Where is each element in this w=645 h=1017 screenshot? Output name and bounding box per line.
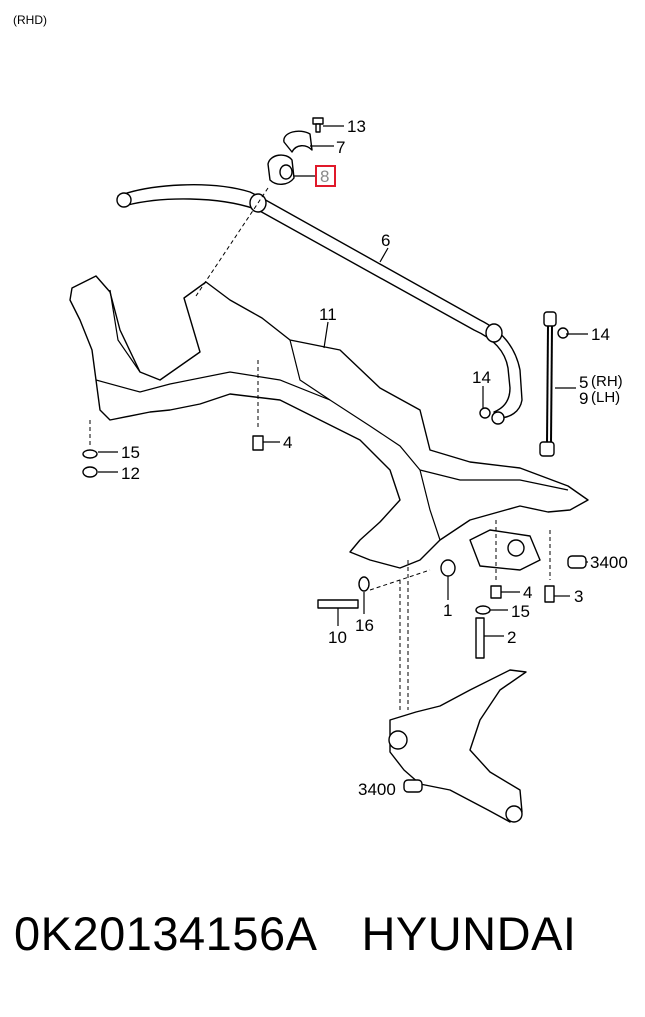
brand-name: HYUNDAI [361, 907, 577, 960]
callout-15-right: 15 [511, 602, 530, 621]
alignment-lines [89, 187, 551, 710]
callout-14-link: 14 [591, 325, 610, 344]
callout-11: 11 [319, 305, 337, 324]
drive-side-note: (RHD) [13, 13, 47, 27]
callout-4-right: 4 [523, 583, 532, 602]
fasteners [82, 435, 587, 793]
part-caption: 0K20134156A HYUNDAI [14, 906, 634, 961]
part-number: 0K20134156A [14, 907, 318, 960]
callout-16: 16 [355, 616, 374, 635]
callout-12: 12 [121, 464, 140, 483]
bracket-bolt [312, 117, 324, 133]
callout-8-highlight [315, 165, 336, 187]
callout-9: 9 [579, 389, 588, 408]
callout-15-left: 15 [121, 443, 140, 462]
callout-3400-upper: 3400 [590, 553, 628, 572]
callout-8: 8 [320, 167, 329, 186]
suspension-exploded-diagram: 13 7 8 6 11 14 14 5 (RH) 9 (LH) 15 12 4 … [69, 117, 628, 823]
callout-5: 5 [579, 373, 588, 392]
bar-bushing [267, 154, 295, 185]
bar-bracket [283, 130, 313, 153]
callout-2: 2 [507, 628, 516, 647]
callout-5-rh: (RH) [591, 373, 623, 390]
callout-10: 10 [328, 628, 347, 647]
stabilizer-link [479, 311, 569, 457]
callout-6: 6 [381, 231, 390, 250]
crossmember [69, 275, 589, 823]
callout-13: 13 [347, 117, 366, 136]
callout-4-left: 4 [283, 433, 292, 452]
callout-14-bar: 14 [472, 368, 491, 387]
stabilizer-bar [116, 184, 523, 425]
leader-lines [98, 125, 588, 637]
callout-3400-lower: 3400 [358, 780, 396, 799]
callout-3: 3 [574, 587, 583, 606]
callout-9-lh: (LH) [591, 389, 620, 406]
callout-1: 1 [443, 601, 452, 620]
callout-7: 7 [336, 138, 345, 157]
